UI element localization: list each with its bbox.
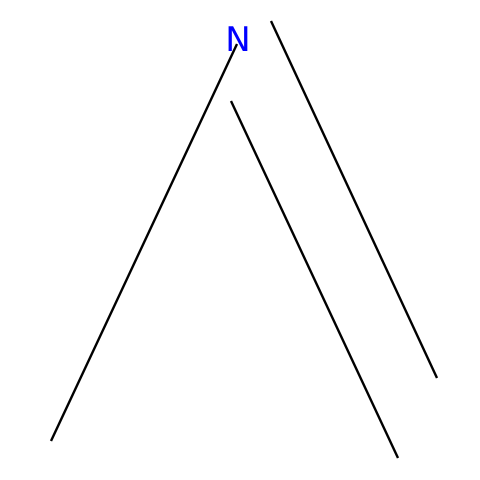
nitrogen-atom-label: N xyxy=(225,20,250,60)
single-bond-left xyxy=(49,43,239,442)
double-bond-outer-line xyxy=(269,20,439,379)
double-bond-inner-line xyxy=(229,100,400,459)
